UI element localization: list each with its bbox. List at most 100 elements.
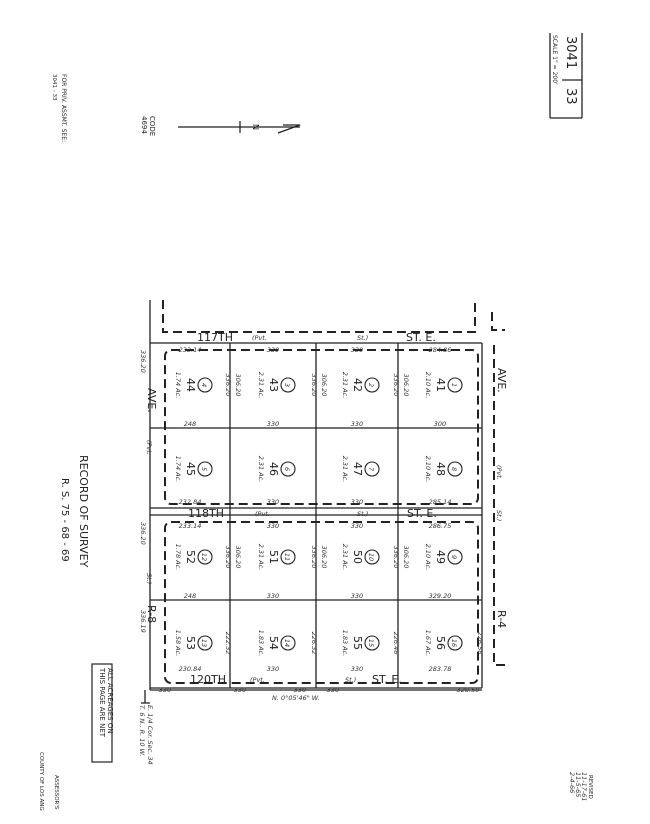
parcel-number: 50 bbox=[351, 550, 364, 564]
svg-text:ASSESSOR'S: ASSESSOR'S bbox=[53, 775, 59, 810]
lot-depth-dimension: 226.46 bbox=[392, 632, 400, 655]
svg-text:ALL ACREAGES ON: ALL ACREAGES ON bbox=[106, 668, 114, 734]
parcel-grid bbox=[149, 300, 483, 691]
lot-width-dimension: 330 bbox=[351, 420, 363, 428]
left-avenue-label: AVE. (Pvt. St.) R-8 bbox=[145, 388, 158, 623]
lot-number: 1 bbox=[450, 383, 458, 387]
lot-width-dimension: 285.14 bbox=[429, 498, 452, 506]
svg-text:St.): St.) bbox=[357, 510, 368, 518]
svg-text:R-4: R-4 bbox=[495, 610, 508, 628]
svg-text:St.): St.) bbox=[345, 676, 356, 684]
right-avenue-label: AVE. (Pvt. St.) R-4 bbox=[495, 368, 508, 628]
lot-number: 12 bbox=[200, 553, 208, 561]
svg-text:E. 1/4 Cor. Sec. 34: E. 1/4 Cor. Sec. 34 bbox=[146, 705, 154, 765]
assessor-footer: ASSESSOR'S COUNTY OF LOS ANG bbox=[38, 752, 59, 811]
lot-acreage: 1.67 Ac. bbox=[424, 630, 432, 657]
lot-width-dimension: 330 bbox=[267, 498, 279, 506]
lot-number-circle bbox=[280, 461, 296, 477]
outer-depth-dimension: 336.20 bbox=[139, 350, 147, 373]
revision-dates: REVISED 11-17-61 11-5-65 2-4-66 bbox=[568, 772, 593, 802]
parcel-number: 47 bbox=[351, 462, 364, 476]
street-117th-label: 117TH (Pvt. St.) ST. E. bbox=[197, 331, 436, 344]
parcel-number: 44 bbox=[184, 378, 197, 392]
road-corner-outline bbox=[491, 312, 505, 331]
svg-text:ST. E.: ST. E. bbox=[407, 507, 437, 520]
code-value: 4694 bbox=[140, 116, 148, 134]
outer-depth-dimension: 336.19 bbox=[139, 610, 147, 633]
road-117th-outline bbox=[162, 300, 476, 333]
lot-number: 2 bbox=[367, 383, 375, 387]
lot-acreage: 1.74 Ac. bbox=[174, 456, 182, 483]
svg-text:REVISED: REVISED bbox=[587, 775, 593, 799]
lot-width-dimension: 330 bbox=[351, 346, 363, 354]
lot-number: 13 bbox=[200, 639, 208, 647]
lot-depth-dimension: 336.20 bbox=[392, 374, 400, 397]
svg-text:N: N bbox=[251, 124, 260, 130]
lot-width-dimension: 330 bbox=[351, 498, 363, 506]
parcel-number: 56 bbox=[434, 636, 447, 650]
lot-depth-dimension: 336.20 bbox=[310, 374, 318, 397]
svg-text:(Pvt.: (Pvt. bbox=[255, 510, 270, 518]
svg-text:11-5-65: 11-5-65 bbox=[574, 772, 582, 797]
parcel-number: 54 bbox=[267, 636, 280, 650]
lot-number: 6 bbox=[283, 467, 291, 471]
lot-acreage: 1.58 Ac. bbox=[174, 630, 182, 657]
lot-width-dimension: 330 bbox=[351, 592, 363, 600]
block-south-outline bbox=[164, 521, 479, 684]
north-arrow-icon: N bbox=[178, 121, 301, 134]
outer-depth-dimension: 336.20 bbox=[139, 522, 147, 545]
lot-acreage: 2.10 Ac. bbox=[424, 456, 432, 483]
block-north-outline bbox=[164, 349, 479, 505]
svg-text:AVE.: AVE. bbox=[145, 388, 158, 413]
svg-text:THIS PAGE ARE NET: THIS PAGE ARE NET bbox=[98, 667, 106, 738]
svg-text:St.): St.) bbox=[145, 573, 153, 584]
svg-text:(Pvt.: (Pvt. bbox=[495, 465, 503, 480]
lot-acreage: 2.31 Ac. bbox=[257, 456, 265, 483]
svg-text:St.): St.) bbox=[357, 334, 368, 342]
svg-text:COUNTY OF LOS ANG: COUNTY OF LOS ANG bbox=[38, 752, 44, 811]
lot-number-circle bbox=[197, 377, 213, 393]
svg-text:118TH: 118TH bbox=[188, 507, 224, 520]
lot-acreage: 1.83 Ac. bbox=[341, 630, 349, 657]
lot-number: 14 bbox=[283, 639, 291, 647]
parcel-number: 45 bbox=[184, 462, 197, 476]
lot-acreage: 1.78 Ac. bbox=[174, 544, 182, 571]
lot-depth-dimension: 226.58 bbox=[476, 632, 484, 655]
street-dimension: 328.50 bbox=[457, 686, 480, 694]
lot-depth-dimension: 336.20 bbox=[224, 546, 232, 569]
prior-assessment-ref: 3041 - 33 bbox=[51, 74, 57, 101]
survey-title: RECORD OF SURVEY bbox=[77, 455, 90, 568]
lot-width-dimension: 330 bbox=[267, 592, 279, 600]
lot-number-circle bbox=[197, 461, 213, 477]
parcel-number: 46 bbox=[267, 462, 280, 476]
section-corner-note: E. 1/4 Cor. Sec. 34 T. 6 N., R. 10 W. bbox=[138, 690, 154, 765]
sheet-number-box: 3041 33 SCALE 1" = 200' bbox=[549, 33, 583, 119]
parcel-number: 52 bbox=[184, 550, 197, 564]
lot-acreage: 2.10 Ac. bbox=[424, 544, 432, 571]
lot-depth-dimension: 222.32 bbox=[224, 632, 232, 655]
lot-number: 5 bbox=[200, 467, 208, 471]
lot-depth-dimension: 306.20 bbox=[402, 546, 410, 569]
street-dimension: 330 bbox=[234, 686, 246, 694]
lot-depth-dimension: 336.20 bbox=[224, 374, 232, 397]
lot-number: 10 bbox=[367, 553, 375, 561]
lot-number-circle bbox=[447, 549, 463, 565]
lot-number-circle bbox=[280, 549, 296, 565]
lot-number-circle bbox=[197, 549, 213, 565]
